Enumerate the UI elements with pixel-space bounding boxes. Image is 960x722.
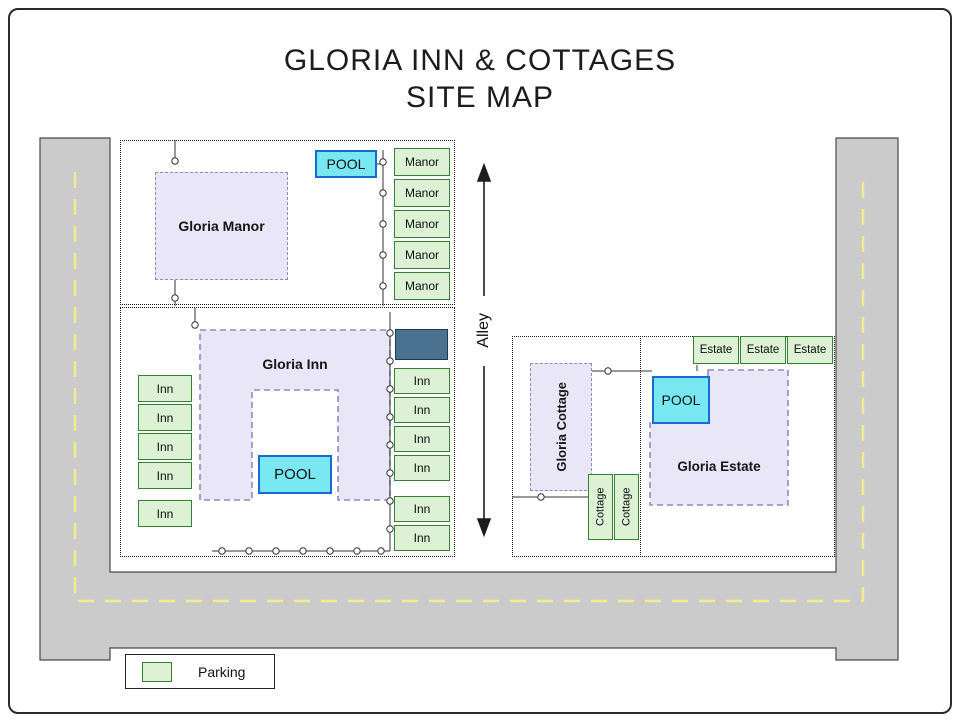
legend-parking-swatch xyxy=(142,661,172,682)
parking-box-manor-4: Manor xyxy=(394,241,450,269)
parking-box-inn-left-3: Inn xyxy=(138,433,192,460)
parking-box-inn-right-4: Inn xyxy=(394,455,450,481)
parking-box-estate-2: Estate xyxy=(740,336,786,364)
alley-label-wrap: Alley xyxy=(466,292,502,368)
road-centerline-dashes xyxy=(73,172,865,603)
parking-box-inn-left-2: Inn xyxy=(138,404,192,431)
parking-box-inn-left-5: Inn xyxy=(138,500,192,527)
parcel-divider xyxy=(640,336,641,557)
gloria-cottage-building: Gloria Cottage xyxy=(530,363,592,491)
gloria-inn-label: Gloria Inn xyxy=(262,356,328,372)
inn-building-shape xyxy=(199,329,391,501)
cottage-estate-parcel xyxy=(512,336,835,557)
parking-box-manor-2: Manor xyxy=(394,179,450,207)
inn-parcel xyxy=(120,307,455,557)
parking-box-inn-left-4: Inn xyxy=(138,462,192,489)
manor-parcel xyxy=(120,140,455,305)
estate-pool: POOL xyxy=(652,376,710,424)
parking-box-inn-left-1: Inn xyxy=(138,375,192,402)
parking-box-inn-right-5: Inn xyxy=(394,496,450,522)
manor-pool: POOL xyxy=(315,150,377,178)
alley-arrows xyxy=(476,162,492,538)
legend-label: Parking xyxy=(198,663,246,680)
dark-utility-box xyxy=(395,329,448,360)
alley-label: Alley xyxy=(475,312,492,348)
parking-box-estate-1: Estate xyxy=(693,336,739,364)
parking-box-cottage-2: Cottage xyxy=(614,474,639,540)
connector-nodes xyxy=(171,157,612,555)
parking-box-manor-5: Manor xyxy=(394,272,450,300)
inn-pool: POOL xyxy=(258,455,332,494)
parking-box-manor-3: Manor xyxy=(394,210,450,238)
gloria-manor-building: Gloria Manor xyxy=(155,172,288,280)
parking-box-estate-3: Estate xyxy=(787,336,833,364)
legend: Parking xyxy=(125,654,275,689)
gloria-estate-label: Gloria Estate xyxy=(677,459,761,474)
page-title-line2: SITE MAP xyxy=(405,81,555,114)
page-title-line1: GLORIA INN & COTTAGES xyxy=(283,44,677,77)
parking-box-inn-right-1: Inn xyxy=(394,368,450,394)
page-border xyxy=(8,8,952,714)
parking-box-cottage-1: Cottage xyxy=(588,474,613,540)
gloria-cottage-label: Gloria Cottage xyxy=(553,382,569,472)
gloria-manor-label: Gloria Manor xyxy=(178,218,265,234)
parking-box-inn-right-3: Inn xyxy=(394,426,450,452)
parking-box-manor-1: Manor xyxy=(394,148,450,176)
parking-box-inn-right-6: Inn xyxy=(394,525,450,551)
road xyxy=(39,137,899,661)
parking-box-inn-right-2: Inn xyxy=(394,397,450,423)
